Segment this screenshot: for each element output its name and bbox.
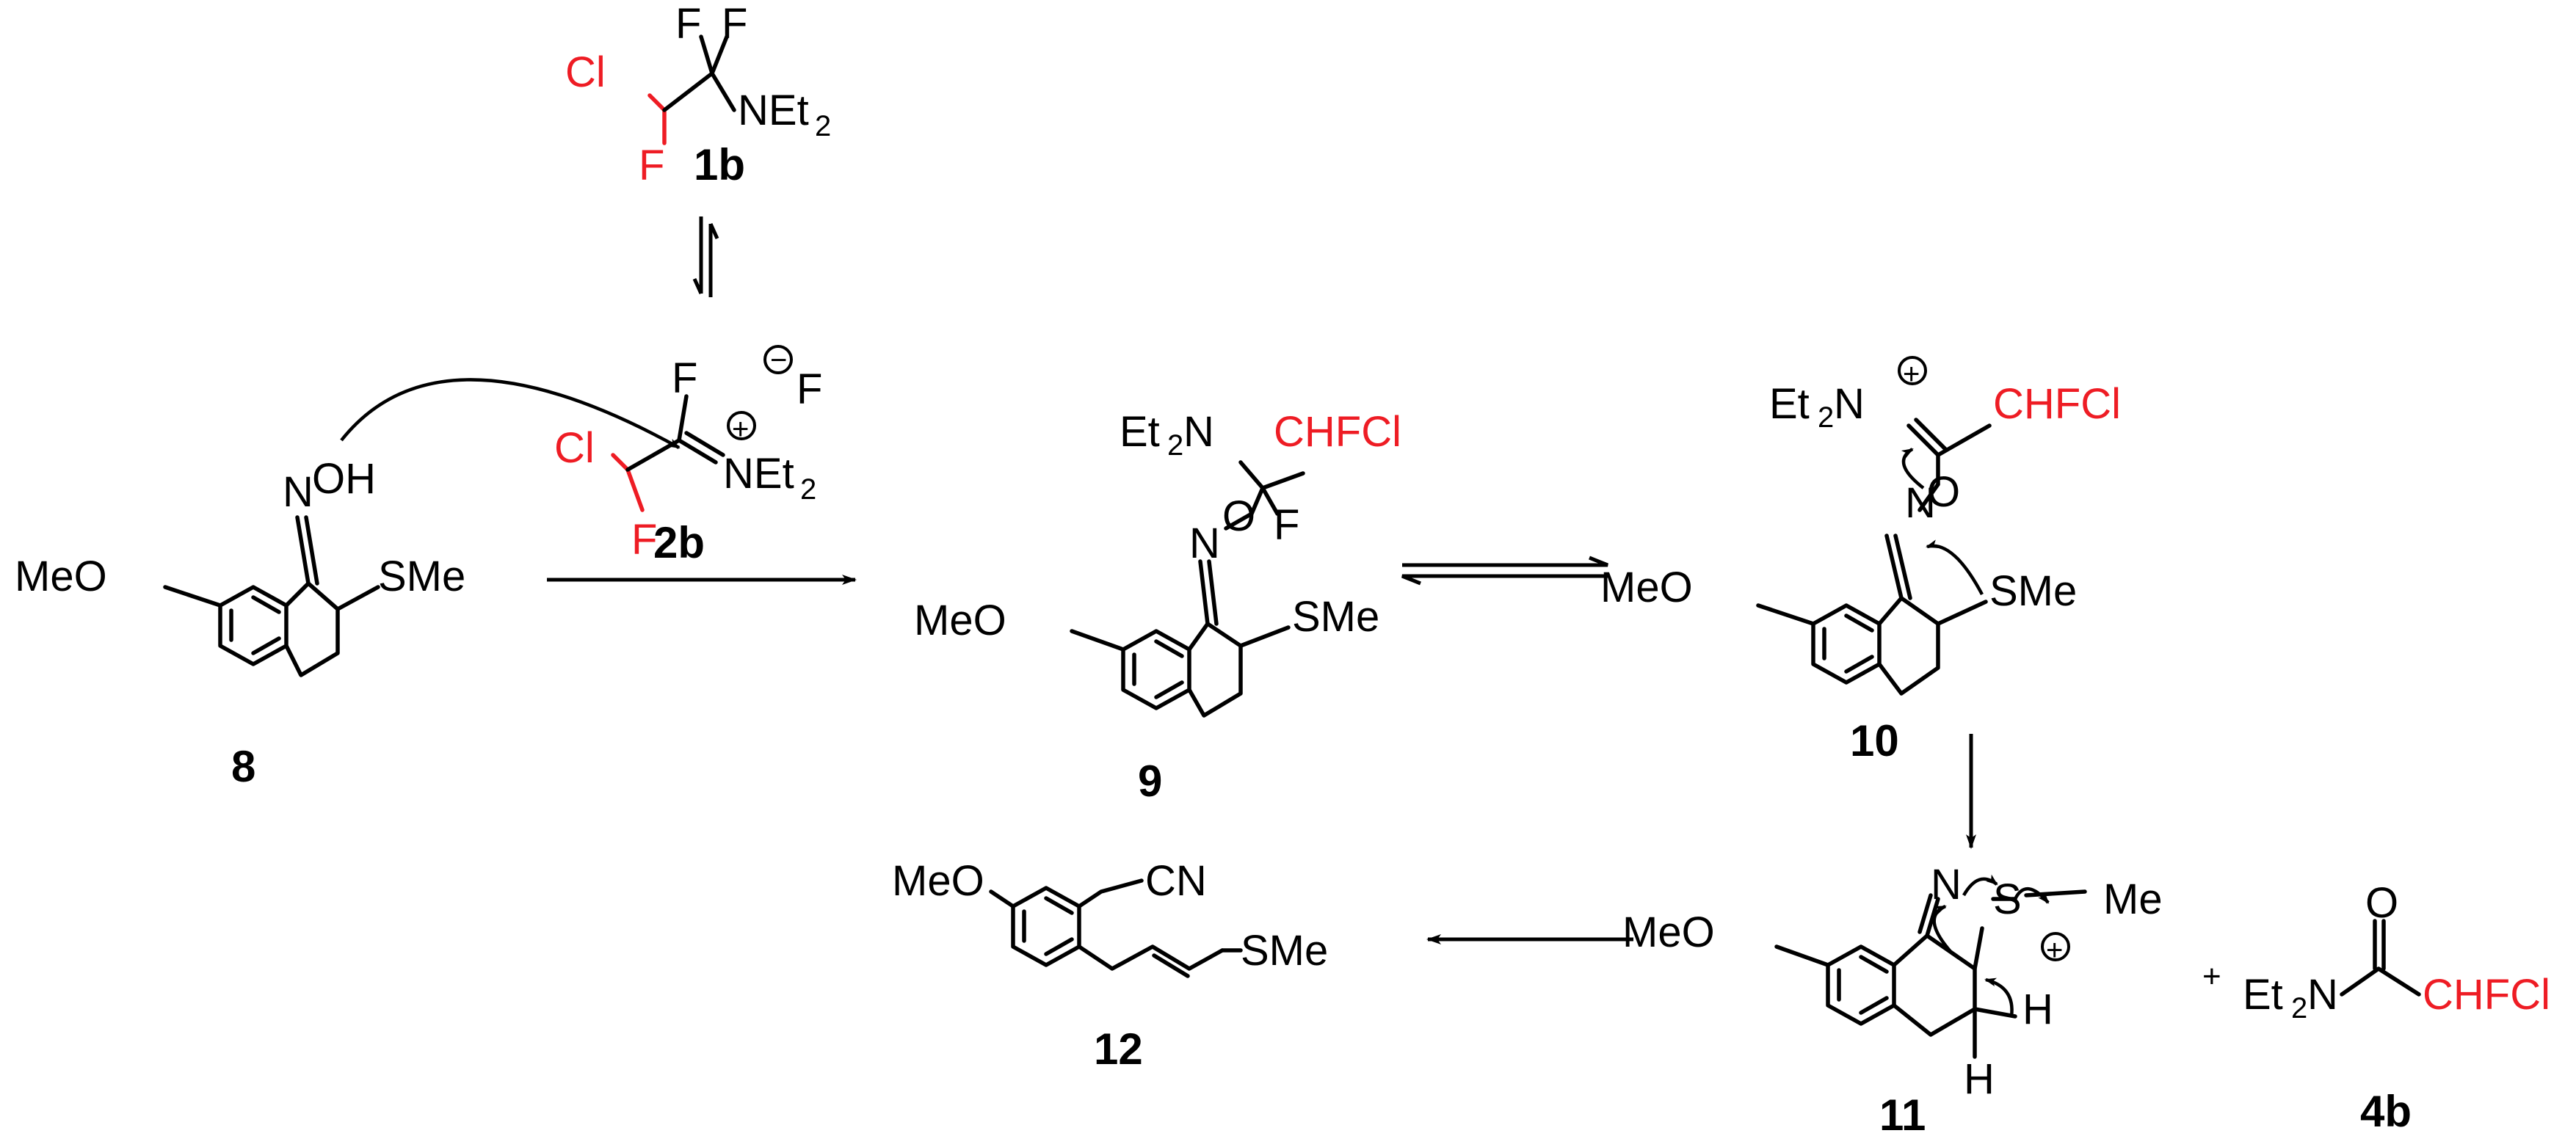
compound-label-10: 10	[1850, 716, 1899, 765]
amine-label: Et	[1120, 408, 1160, 456]
subscript: 2	[1818, 401, 1834, 434]
plus-sign: +	[2202, 958, 2221, 994]
reagent-2b: Cl F F NEt 2 + − F 2b	[554, 344, 822, 567]
compound-10: + N O Et 2 N CHFCl MeO SMe 10	[1600, 356, 2121, 765]
fluoride-anion: F	[797, 365, 822, 413]
curved-arrow	[1926, 539, 1984, 596]
curved-arrow	[1901, 448, 1925, 489]
cation-symbol: +	[2046, 934, 2063, 966]
methylthio-label: SMe	[1241, 927, 1328, 975]
anion-charge	[763, 345, 793, 374]
compound-9: N O Et 2 N CHFCl F MeO SMe 9	[914, 408, 1401, 806]
methoxy-label: MeO	[15, 553, 107, 600]
chlorine-atom: Cl	[565, 48, 606, 96]
hydrogen-atom: H	[1964, 1055, 1995, 1103]
compound-label-4b: 4b	[2360, 1087, 2412, 1136]
subscript: 2	[815, 110, 831, 142]
oxygen-atom: O	[1222, 492, 1255, 540]
nitrogen-atom: N	[2307, 971, 2338, 1019]
chlorofluoromethyl-label: CHFCl	[1274, 408, 1401, 456]
cation-charge	[727, 411, 756, 440]
oxygen-atom: O	[1927, 468, 1960, 516]
amine-label: Et	[1769, 380, 1810, 428]
cation-symbol: +	[732, 413, 749, 445]
methoxy-label: MeO	[914, 597, 1006, 644]
chlorofluoromethyl-label: CHFCl	[1993, 380, 2121, 428]
fluorine-atom: F	[1274, 501, 1299, 549]
reagent-1b: Cl F F F NEt 2 1b	[565, 0, 831, 189]
compound-label-12: 12	[1094, 1024, 1143, 1074]
nitrogen-atom: N	[1931, 861, 1962, 909]
amine-label: NEt	[738, 87, 809, 134]
fluorine-atom: F	[722, 0, 747, 48]
compound-4b: O Et 2 N CHFCl 4b	[2243, 879, 2550, 1136]
chlorine-atom: Cl	[554, 424, 595, 472]
cation-symbol: +	[1903, 358, 1920, 390]
hydrogen-atom: H	[2022, 986, 2053, 1033]
curved-arrow	[1932, 904, 1954, 955]
methylthio-label: SMe	[1989, 567, 2077, 615]
curved-arrow	[1984, 977, 2014, 1017]
equilibrium-arrows-vertical	[692, 216, 719, 297]
cation-charge	[2041, 932, 2070, 961]
curved-arrow	[2013, 886, 2050, 904]
nitrogen-atom: N	[1183, 408, 1214, 456]
compound-8: N OH MeO SMe 8	[15, 455, 465, 791]
compound-label-11: 11	[1879, 1091, 1926, 1136]
fluorine-atom: F	[631, 516, 657, 564]
methylthio-label: SMe	[378, 553, 465, 600]
compound-label-9: 9	[1138, 757, 1162, 806]
nitrogen-atom: N	[1834, 380, 1865, 428]
subscript: 2	[2291, 992, 2307, 1024]
compound-12: MeO CN SMe 12	[892, 857, 1328, 1074]
chlorofluoromethyl-label: CHFCl	[2423, 971, 2550, 1019]
hydroxyl-label: OH	[312, 455, 376, 503]
methyl-label: Me	[2103, 875, 2163, 923]
methoxy-label: MeO	[892, 857, 984, 905]
fluorine-atom: F	[639, 142, 664, 189]
methylthio-label: SMe	[1292, 593, 1379, 641]
oxygen-atom: O	[2365, 879, 2398, 927]
fluorine-atom: F	[672, 354, 697, 402]
amine-label: Et	[2243, 971, 2283, 1019]
compound-label-1b: 1b	[694, 140, 745, 189]
fluorine-atom: F	[675, 0, 701, 48]
nitrogen-atom: N	[1189, 520, 1220, 567]
equilibrium-arrows-horizontal	[1401, 556, 1608, 586]
compound-label-2b: 2b	[653, 518, 705, 567]
methoxy-label: MeO	[1622, 909, 1715, 956]
cation-charge	[1898, 356, 1927, 385]
curved-arrow	[1962, 874, 1998, 897]
nitrogen-atom: N	[283, 468, 313, 516]
curved-attack-arrow	[340, 378, 681, 449]
subscript: 2	[800, 473, 816, 506]
amine-label: NEt	[723, 450, 794, 498]
nitrile-label: CN	[1145, 857, 1207, 905]
subscript: 2	[1167, 429, 1183, 462]
sulfur-atom: S	[1993, 875, 2022, 923]
compound-11: N S Me + H H MeO 11	[1622, 861, 2163, 1136]
anion-symbol: −	[770, 344, 787, 376]
methoxy-label: MeO	[1600, 564, 1693, 611]
compound-label-8: 8	[231, 742, 255, 791]
